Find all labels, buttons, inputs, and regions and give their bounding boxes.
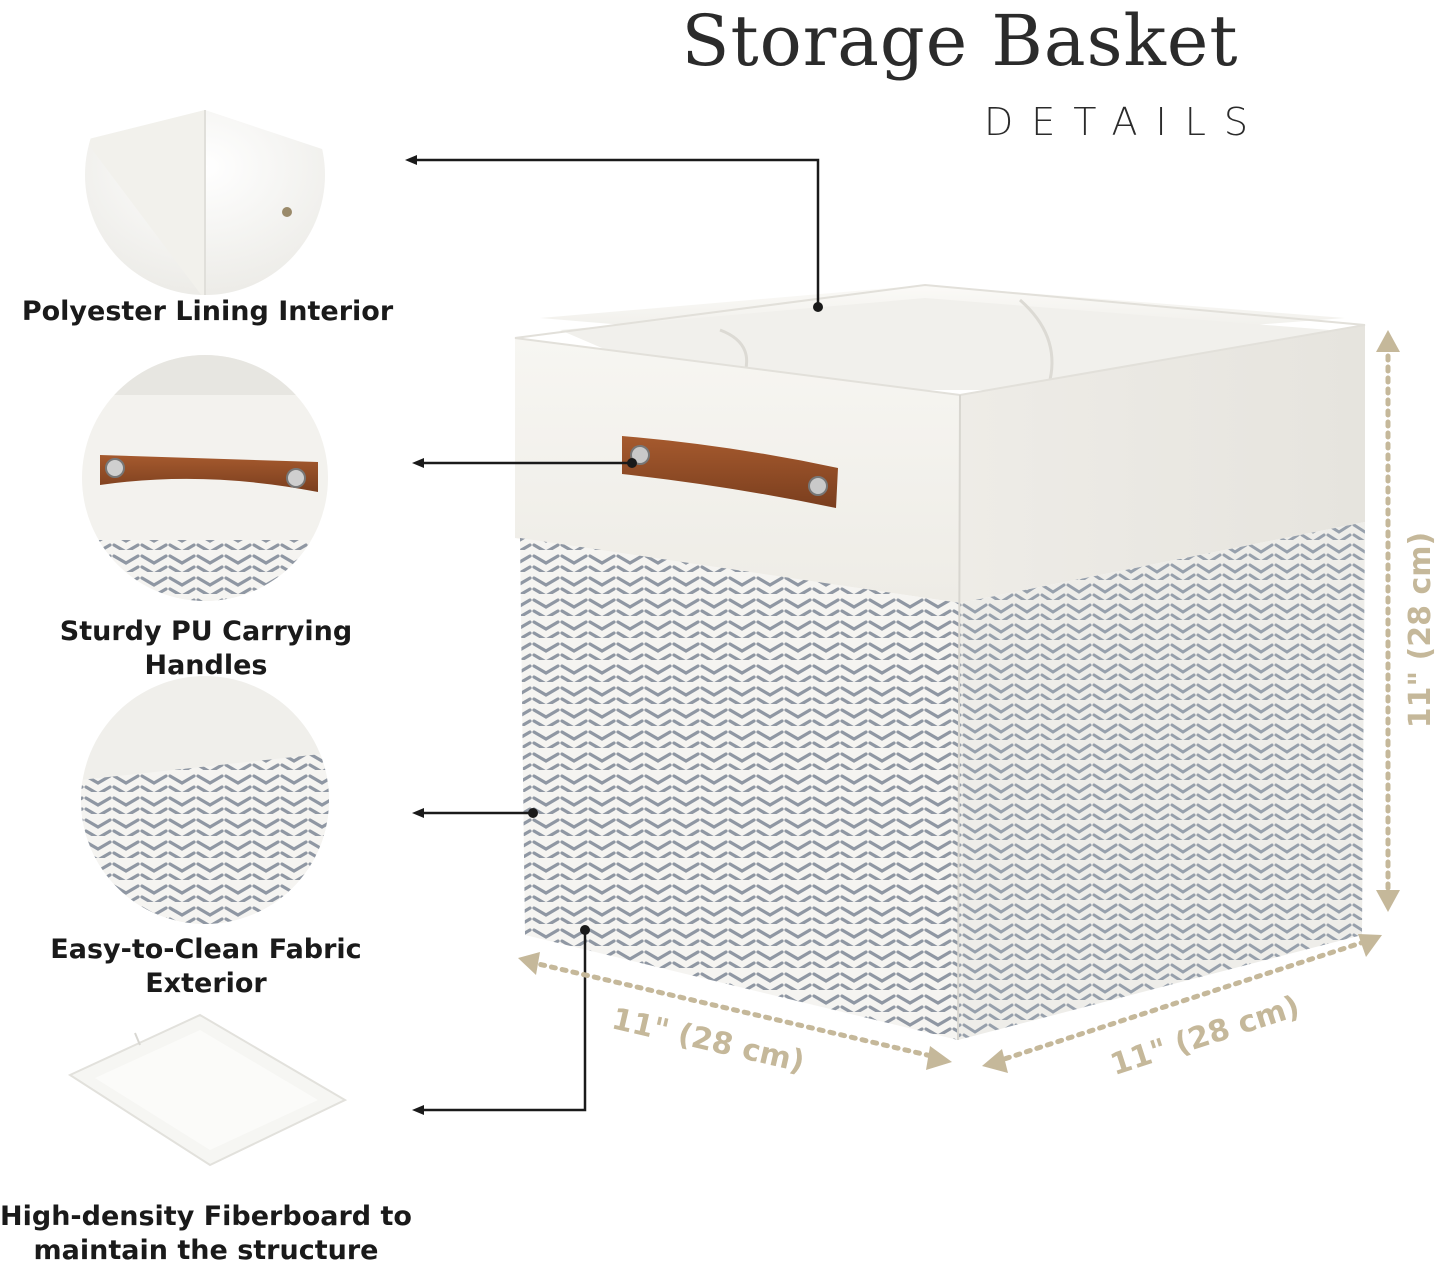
leader-lines xyxy=(412,158,820,1112)
leader-line-lining xyxy=(412,158,820,305)
feature-label-handles: Sturdy PU Carrying Handles xyxy=(59,616,353,681)
lining-corner-thumbnail xyxy=(85,55,325,295)
fabric-thumbnail xyxy=(81,676,329,924)
white-band-side xyxy=(960,325,1365,603)
dimension-lines xyxy=(527,342,1391,1065)
width-left-dimension-line xyxy=(527,959,943,1061)
fiberboard-thumbnail xyxy=(67,1013,348,1167)
page-title: Storage Basket xyxy=(681,0,1239,82)
patterned-side-panel xyxy=(958,522,1365,1040)
leader-line-fiberboard xyxy=(418,930,587,1112)
feature-label-lining: Polyester Lining Interior xyxy=(21,296,394,327)
page-subtitle: DETAILS xyxy=(983,100,1267,144)
width-right-dimension-label: 11" (28 cm) xyxy=(1106,989,1304,1083)
width-right-dimension-line xyxy=(992,937,1373,1065)
patterned-front-panel xyxy=(520,538,960,1040)
height-dimension-label: 11" (28 cm) xyxy=(1403,532,1438,728)
storage-basket xyxy=(514,283,1366,1041)
feature-label-fiberboard-line1: High-density Fiberboard to xyxy=(0,1201,412,1232)
feature-label-fabric: Easy-to-Clean Fabric Exterior xyxy=(50,934,362,999)
width-left-dimension-label: 11" (28 cm) xyxy=(608,1002,807,1080)
handle-thumbnail xyxy=(82,355,328,601)
feature-label-fiberboard-line2: maintain the structure xyxy=(33,1235,379,1266)
feature-label-fiberboard: High-density Fiberboard to maintain the … xyxy=(0,1200,412,1268)
